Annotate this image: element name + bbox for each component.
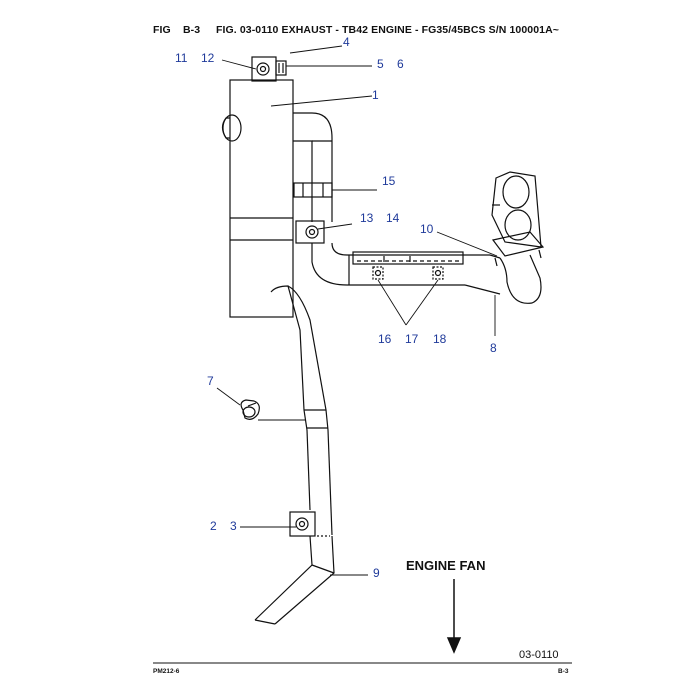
bracket-13-bolt	[305, 225, 319, 239]
callout-2: 2	[210, 519, 217, 533]
muffler-side-stub-end	[222, 114, 242, 142]
callout-8: 8	[490, 341, 497, 355]
manifold-port-lower	[504, 209, 532, 241]
callout-5: 5	[377, 57, 384, 71]
top-bracket-bolt	[256, 62, 270, 76]
callout-17: 17	[405, 332, 419, 346]
callout-11: 11	[175, 51, 188, 65]
top-bracket-bolt-center	[259, 65, 267, 73]
top-bracket-nut	[275, 60, 287, 76]
upper-pipe-outer	[293, 112, 333, 222]
figure-title: FIG. 03-0110 EXHAUST - TB42 ENGINE - FG3…	[216, 24, 560, 36]
bracket-13	[295, 220, 325, 244]
fig-label: FIG	[153, 24, 171, 36]
clamp-7-part	[240, 399, 260, 420]
callout-3: 3	[230, 519, 237, 533]
muffler-side-stub	[221, 117, 230, 139]
muffler	[229, 79, 294, 318]
flange-pipe-lower	[499, 254, 542, 304]
bolt-16	[372, 266, 384, 280]
doc-code: PM212-6	[153, 668, 180, 675]
callout-15: 15	[382, 174, 396, 188]
down-pipe-outer-left	[270, 285, 308, 431]
callout-18: 18	[433, 332, 447, 346]
callout-4: 4	[343, 35, 350, 49]
tail-pipe-left	[254, 535, 313, 621]
callout-1: 1	[372, 88, 379, 102]
callout-6: 6	[397, 57, 404, 71]
bolt-18	[432, 266, 444, 280]
flange-10	[491, 231, 545, 257]
callout-12: 12	[201, 51, 215, 65]
callout-7: 7	[207, 374, 214, 388]
bracket-2	[289, 511, 316, 537]
tail-pipe-right	[274, 535, 335, 625]
fig-number: B-3	[183, 24, 201, 36]
engine-fan-arrowhead	[446, 637, 462, 654]
upper-pipe-inner	[293, 140, 313, 222]
callout-16: 16	[378, 332, 392, 346]
callout-9: 9	[373, 566, 380, 580]
horizontal-pipe-bottom	[311, 243, 465, 286]
callout-14: 14	[386, 211, 400, 225]
page-number: B-3	[558, 668, 569, 675]
down-pipe-outer-right	[287, 285, 329, 431]
callout-10: 10	[420, 222, 434, 236]
callout-13: 13	[360, 211, 374, 225]
horizontal-pipe-top	[331, 242, 465, 256]
manifold-port-upper	[502, 175, 530, 209]
engine-fan-label: ENGINE FAN	[406, 558, 486, 573]
manifold	[491, 171, 542, 248]
clamp-15	[293, 182, 333, 198]
pipe-band	[352, 251, 464, 265]
figure-code: 03-0110	[519, 649, 559, 661]
